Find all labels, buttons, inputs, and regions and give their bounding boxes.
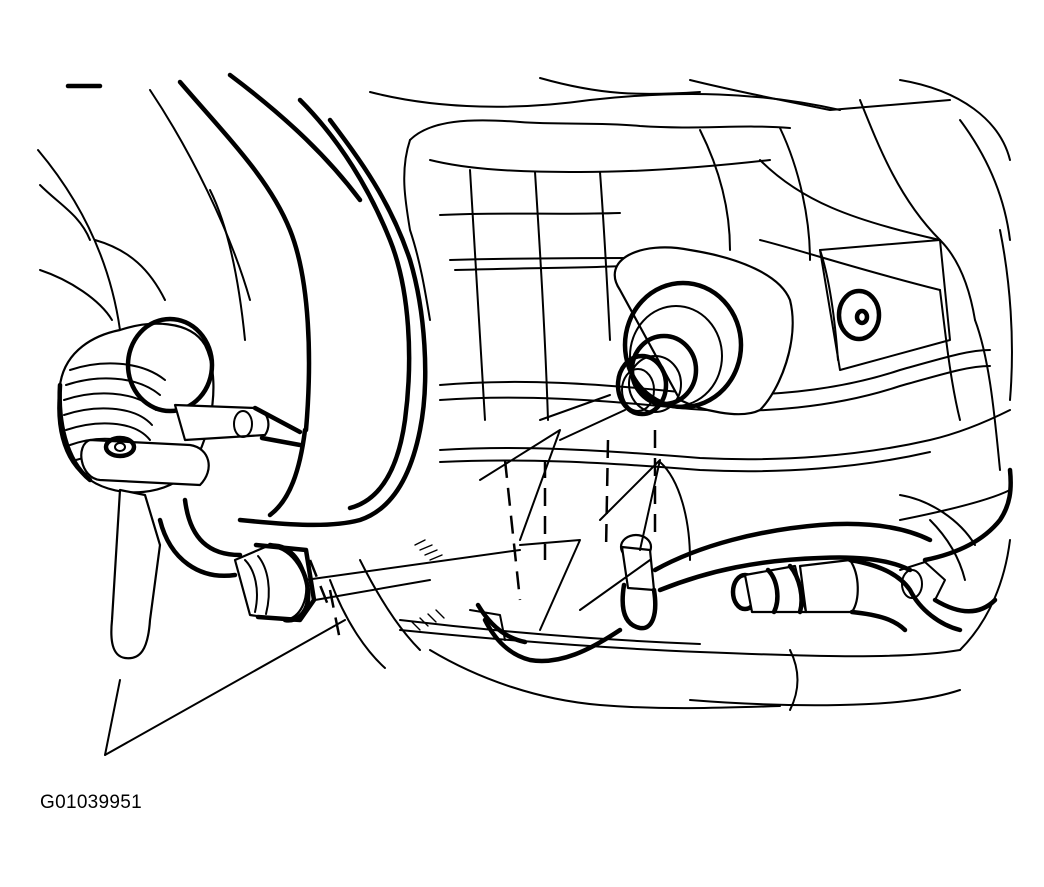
center-pipe-fitting bbox=[469, 521, 933, 664]
fitting-port-upper bbox=[613, 246, 794, 417]
main-refrigerant-hose bbox=[177, 72, 428, 528]
lower-left-pipe bbox=[110, 488, 243, 660]
connection-indicator-lines bbox=[304, 394, 691, 631]
figure-id-label: G01039951 bbox=[40, 792, 143, 813]
engine-compartment-background bbox=[37, 77, 1013, 711]
quick-connect-fitting-left bbox=[233, 542, 317, 623]
alignment-dashes bbox=[308, 430, 657, 641]
hose-muffler-assembly bbox=[57, 316, 303, 494]
quick-connect-fitting-right bbox=[730, 467, 1013, 633]
callout-leader-lines bbox=[104, 619, 346, 756]
